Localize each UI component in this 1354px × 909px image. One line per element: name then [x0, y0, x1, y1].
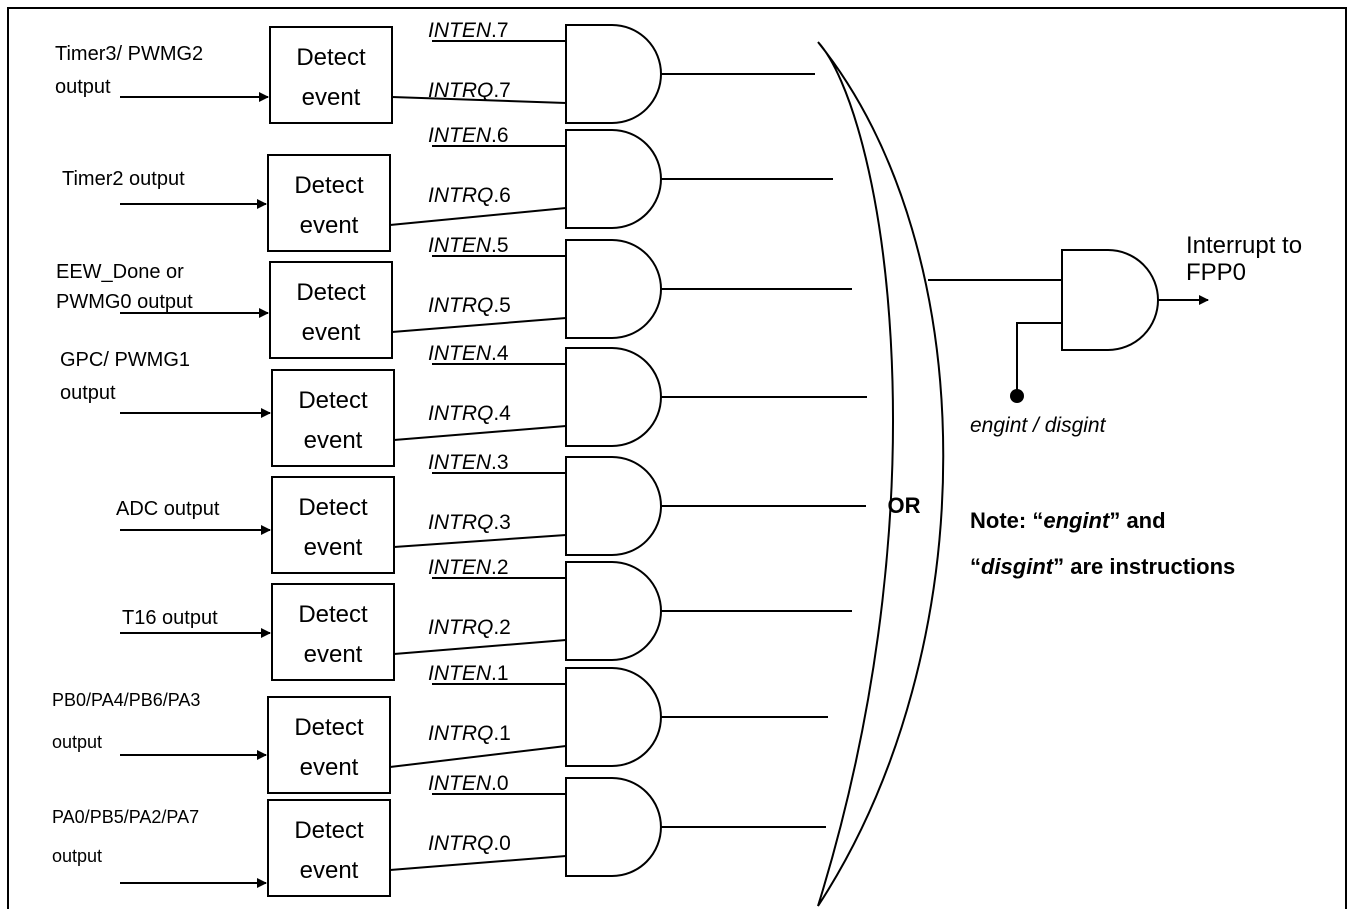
detect-event-box — [267, 799, 391, 897]
channel-4: GPC/ PWMG1 output Detect event INTEN.4INTRQ.… — [60, 342, 867, 467]
event-label: event — [302, 319, 361, 346]
event-label: event — [304, 427, 363, 454]
channel-0: PA0/PB5/PA2/PA7 output Detect event INTEN.0I… — [52, 772, 826, 897]
or-label: OR — [888, 493, 921, 518]
inten-label: INTEN.2 — [428, 556, 509, 579]
detect-event-box — [269, 26, 393, 124]
detect-label: Detect — [294, 172, 364, 199]
detect-event-box — [271, 476, 395, 574]
source-label: output — [52, 732, 102, 752]
interrupt-output-label: Interrupt to FPP0 — [1186, 232, 1309, 286]
detect-event-box — [267, 696, 391, 794]
detect-label: Detect — [298, 494, 368, 521]
detect-label: Detect — [294, 714, 364, 741]
event-label: event — [302, 84, 361, 111]
inten-label: INTEN.6 — [428, 124, 509, 147]
inten-label: INTEN.7 — [428, 19, 509, 42]
and-gate — [565, 239, 662, 339]
inten-label: INTEN.3 — [428, 451, 509, 474]
source-label: PA0/PB5/PA2/PA7 — [52, 807, 199, 827]
request-wire — [389, 855, 567, 871]
note-line-2: “disgint” are instructions — [970, 554, 1235, 579]
diagram-frame — [7, 7, 1347, 909]
source-label: Timer3/ PWMG2 — [55, 43, 203, 65]
enable-control-label: engint / disgint — [970, 414, 1107, 437]
global-enable-and-gate — [1061, 249, 1159, 351]
event-label: event — [300, 754, 359, 781]
event-label: event — [300, 212, 359, 239]
detect-label: Detect — [294, 817, 364, 844]
intrq-label: INTRQ.2 — [428, 616, 511, 639]
note-line-1: Note: “engint” and — [970, 508, 1166, 533]
source-label: output — [55, 76, 111, 98]
and-gate — [565, 561, 662, 661]
source-label: EEW_Done or — [56, 261, 184, 283]
intrq-label: INTRQ.0 — [428, 832, 511, 855]
and-gate — [565, 456, 662, 556]
and-gate — [565, 347, 662, 447]
or-gate — [817, 41, 945, 907]
detect-event-box — [269, 261, 393, 359]
inten-label: INTEN.0 — [428, 772, 509, 795]
event-label: event — [300, 857, 359, 884]
channel-5: EEW_Done or PWMG0 output Detect event INTEN.… — [56, 234, 852, 359]
detect-label: Detect — [298, 387, 368, 414]
interrupt-channels: Timer3/ PWMG2outputDetecteventINTEN.7INT… — [52, 19, 867, 897]
request-wire — [393, 639, 567, 655]
channel-1: PB0/PA4/PB6/PA3 output Detect event INTEN.1I… — [52, 662, 828, 794]
channel-7: Timer3/ PWMG2 output Detect event INTEN.7INT… — [55, 19, 815, 124]
source-label: Timer2 output — [62, 168, 185, 190]
source-label: output — [60, 382, 116, 404]
enable-control-node — [1010, 389, 1024, 403]
request-wire — [391, 317, 567, 333]
and-gate — [565, 24, 662, 124]
and-gate — [565, 667, 662, 767]
intrq-label: INTRQ.6 — [428, 184, 511, 207]
source-label: GPC/ PWMG1 — [60, 349, 190, 371]
request-wire — [393, 534, 567, 548]
detect-label: Detect — [298, 601, 368, 628]
detect-event-box — [271, 583, 395, 681]
inten-label: INTEN.4 — [428, 342, 509, 365]
intrq-label: INTRQ.7 — [428, 79, 511, 102]
inten-label: INTEN.5 — [428, 234, 509, 257]
source-label: output — [52, 846, 102, 866]
detect-label: Detect — [296, 44, 366, 71]
inten-label: INTEN.1 — [428, 662, 509, 685]
request-wire — [389, 745, 567, 768]
enable-control-wire — [1016, 322, 1062, 395]
intrq-label: INTRQ.4 — [428, 402, 511, 425]
source-label: PWMG0 output — [56, 291, 193, 313]
and-gate — [565, 777, 662, 877]
event-label: event — [304, 534, 363, 561]
source-label: T16 output — [122, 607, 218, 629]
event-label: event — [304, 641, 363, 668]
intrq-label: INTRQ.1 — [428, 722, 511, 745]
detect-label: Detect — [296, 279, 366, 306]
request-wire — [391, 96, 567, 104]
request-wire — [389, 207, 567, 226]
intrq-label: INTRQ.5 — [428, 294, 511, 317]
request-wire — [393, 425, 567, 441]
intrq-label: INTRQ.3 — [428, 511, 511, 534]
and-gate — [565, 129, 662, 229]
detect-event-box — [271, 369, 395, 467]
source-label: PB0/PA4/PB6/PA3 — [52, 690, 200, 710]
source-label: ADC output — [116, 498, 220, 520]
detect-event-box — [267, 154, 391, 252]
